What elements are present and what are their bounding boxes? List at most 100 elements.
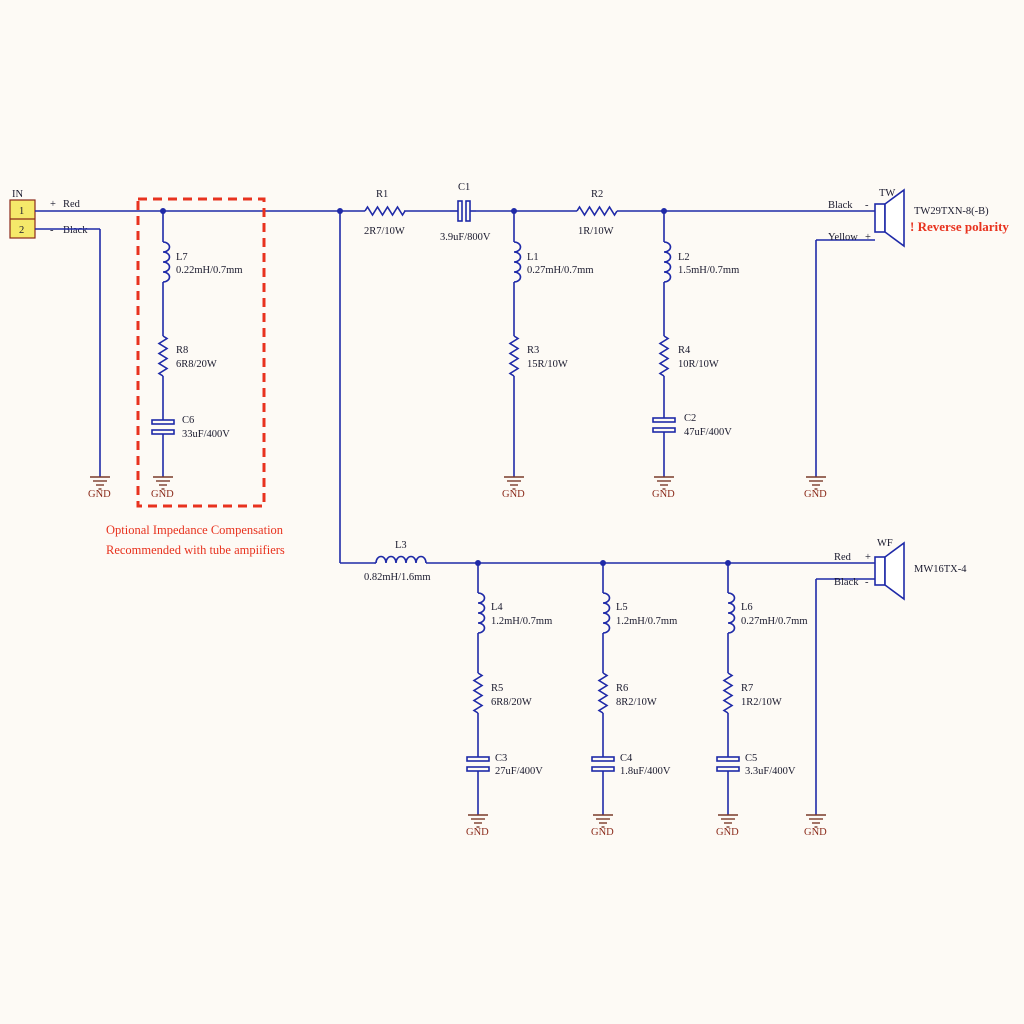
connector-pin-2: 2 [19,225,24,236]
r1-ref: R1 [376,189,388,200]
resistor-r1: R1 2R7/10W [364,189,406,237]
inductor-l3: L3 0.82mH/1.6mm [364,540,431,583]
connector-black-label: Black [63,225,88,236]
l6-ref: L6 [741,602,753,613]
inductor-l5: L5 1.2mH/0.7mm [602,592,677,634]
c3-value: 27uF/400V [495,766,543,777]
gnd-symbol-woofer: GND [804,814,827,838]
wires [35,210,875,815]
tweeter-part: TW29TXN-8(-B) [914,206,989,217]
gnd-symbol-input: GND [88,476,111,500]
c5-value: 3.3uF/400V [745,766,796,777]
gnd-symbol-c2: GND [652,476,675,500]
l7-ref: L7 [176,252,188,263]
capacitor-c1: C1 3.9uF/800V [440,182,491,243]
l4-value: 1.2mH/0.7mm [491,616,552,627]
gnd-label: GND [466,827,489,838]
r1-value: 2R7/10W [364,226,405,237]
capacitor-c5: C5 3.3uF/400V [716,753,796,777]
inductor-l6: L6 0.27mH/0.7mm [727,592,808,634]
gnd-symbol-r3: GND [502,476,525,500]
l2-value: 1.5mH/0.7mm [678,265,739,276]
r2-ref: R2 [591,189,603,200]
woofer-black-label: Black [834,577,859,588]
gnd-label: GND [502,489,525,500]
tweeter-minus: - [865,200,869,211]
resistor-r6: R6 8R2/10W [598,672,657,714]
capacitor-c4: C4 1.8uF/400V [591,753,671,777]
tweeter-speaker: TW TW29TXN-8(-B) ! Reverse polarity Blac… [828,188,1009,248]
resistor-r3: R3 15R/10W [509,335,568,377]
reverse-polarity-warning: ! Reverse polarity [910,219,1009,234]
l7-value: 0.22mH/0.7mm [176,265,243,276]
c1-ref: C1 [458,182,470,193]
r5-value: 6R8/20W [491,697,532,708]
ground-symbols: GND GND GND GND GND GND GND GND [88,476,827,838]
junction-dots [160,208,731,566]
l1-value: 0.27mH/0.7mm [527,265,594,276]
woofer-icon [874,556,886,586]
r8-ref: R8 [176,345,188,356]
l6-value: 0.27mH/0.7mm [741,616,808,627]
gnd-label: GND [652,489,675,500]
capacitor-c3: C3 27uF/400V [466,753,543,777]
r2-value: 1R/10W [578,226,614,237]
gnd-label: GND [804,489,827,500]
c2-value: 47uF/400V [684,427,732,438]
woofer-ref: WF [877,538,893,549]
connector-pin-1: 1 [19,206,24,217]
c1-value: 3.9uF/800V [440,232,491,243]
l4-ref: L4 [491,602,503,613]
c2-ref: C2 [684,413,696,424]
l2-ref: L2 [678,252,690,263]
connector-plus: + [50,199,56,210]
r6-value: 8R2/10W [616,697,657,708]
resistor-r7: R7 1R2/10W [723,672,782,714]
r4-ref: R4 [678,345,691,356]
woofer-speaker: WF MW16TX-4 Red + Black - [834,538,967,601]
r7-value: 1R2/10W [741,697,782,708]
gnd-symbol-c6: GND [151,476,174,500]
r3-value: 15R/10W [527,359,568,370]
l5-ref: L5 [616,602,628,613]
c6-ref: C6 [182,415,194,426]
r5-ref: R5 [491,683,503,694]
tweeter-plus: + [865,232,871,243]
l5-value: 1.2mH/0.7mm [616,616,677,627]
gnd-symbol-c5: GND [716,814,739,838]
resistor-r4: R4 10R/10W [659,335,719,377]
c4-ref: C4 [620,753,633,764]
c3-ref: C3 [495,753,507,764]
woofer-red-label: Red [834,552,852,563]
l3-ref: L3 [395,540,407,551]
connector-red-label: Red [63,199,81,210]
gnd-label: GND [804,827,827,838]
inductor-l1: L1 0.27mH/0.7mm [513,241,594,283]
c5-ref: C5 [745,753,757,764]
tweeter-icon [874,203,886,233]
gnd-label: GND [88,489,111,500]
l3-value: 0.82mH/1.6mm [364,572,431,583]
compensation-note-line-2: Recommended with tube ampiifiers [106,543,285,557]
r3-ref: R3 [527,345,539,356]
gnd-symbol-tweeter: GND [804,476,827,500]
gnd-label: GND [591,827,614,838]
tweeter-ref: TW [879,188,895,199]
gnd-label: GND [716,827,739,838]
connector-minus: - [50,225,54,236]
capacitor-c6: C6 33uF/400V [151,415,230,440]
tweeter-yellow-label: Yellow [828,232,858,243]
woofer-part: MW16TX-4 [914,564,967,575]
inductor-l2: L2 1.5mH/0.7mm [663,241,739,283]
resistor-r8: R8 6R8/20W [158,335,217,377]
inductor-l7: L7 0.22mH/0.7mm [162,241,243,283]
gnd-label: GND [151,489,174,500]
optional-compensation-box [136,197,266,508]
gnd-symbol-c3: GND [466,814,489,838]
r8-value: 6R8/20W [176,359,217,370]
inductor-l4: L4 1.2mH/0.7mm [477,592,552,634]
tweeter-black-label: Black [828,200,853,211]
gnd-symbol-c4: GND [591,814,614,838]
r7-ref: R7 [741,683,753,694]
